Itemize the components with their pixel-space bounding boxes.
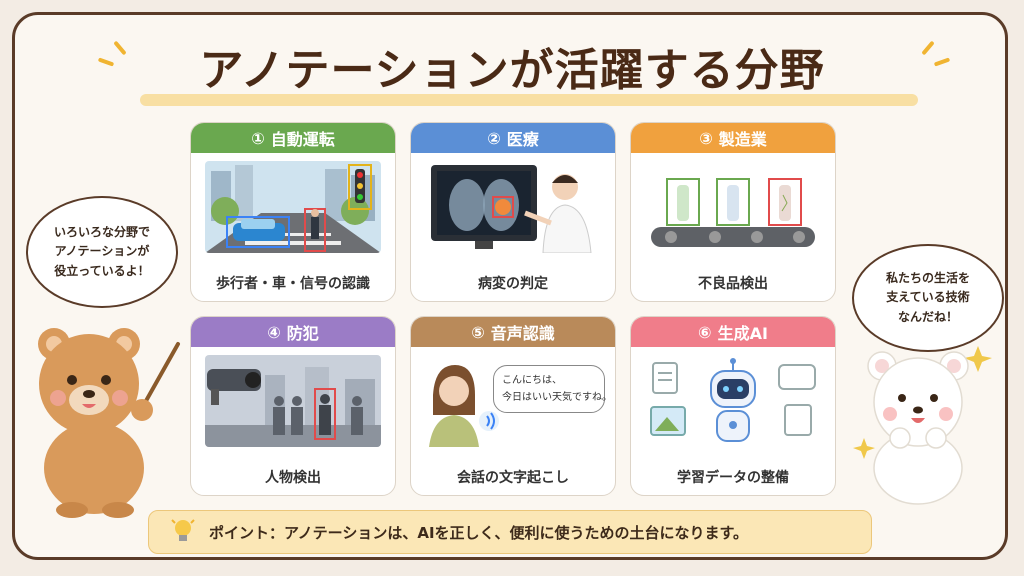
card-header: ⑤ 音声認識 — [411, 317, 615, 347]
card-caption: 人物検出 — [265, 470, 321, 486]
card-header: ② 医療 — [411, 123, 615, 153]
street-scene-illustration — [205, 161, 381, 253]
card-label: 自動運転 — [270, 130, 335, 149]
brown-bear-character — [24, 318, 194, 518]
card-medical: ② 医療 病変の判定 — [410, 122, 616, 302]
card-label: 音声認識 — [490, 324, 555, 343]
card-number: ③ — [699, 128, 713, 148]
speech-line-2: 今日はいい天気ですね。 — [502, 392, 612, 403]
card-label: 生成AI — [717, 324, 768, 343]
card-generative-ai: ⑥ 生成AI 学習データの整備 — [630, 316, 836, 496]
card-label: 医療 — [506, 130, 539, 149]
card-speech-recognition: ⑤ 音声認識 こんにちは、 今日はいい天気ですね。 会話の文字起こし — [410, 316, 616, 496]
card-header: ③ 製造業 — [631, 123, 835, 153]
card-caption: 不良品検出 — [698, 276, 768, 292]
point-banner: ポイント：アノテーションは、AIを正しく、便利に使うための土台になります。 — [148, 510, 872, 554]
title-underline — [140, 94, 918, 106]
card-header: ④ 防犯 — [191, 317, 395, 347]
card-number: ② — [487, 128, 501, 148]
page-title: アノテーションが活躍する分野 — [199, 45, 825, 96]
card-label: 製造業 — [718, 130, 767, 149]
point-text: ポイント：アノテーションは、AIを正しく、便利に使うための土台になります。 — [209, 523, 749, 542]
ai-robot-illustration — [645, 355, 821, 447]
card-security: ④ 防犯 人物検出 — [190, 316, 396, 496]
surveillance-camera-illustration — [205, 355, 381, 447]
card-caption: 学習データの整備 — [677, 470, 789, 486]
card-caption: 病変の判定 — [478, 276, 548, 292]
card-manufacturing: ③ 製造業 不良品検出 — [630, 122, 836, 302]
card-header: ① 自動運転 — [191, 123, 395, 153]
card-number: ⑥ — [698, 322, 712, 342]
right-speech-bubble: 私たちの生活を 支えている技術 なんだね！ — [852, 244, 1004, 352]
left-speech-bubble: いろいろな分野で アノテーションが 役立っているよ！ — [26, 196, 178, 308]
conveyor-bottles-illustration — [645, 161, 821, 253]
speech-line-1: こんにちは、 — [502, 375, 562, 386]
lightbulb-icon — [171, 518, 195, 546]
card-label: 防犯 — [286, 324, 319, 343]
xray-doctor-illustration — [425, 161, 601, 253]
card-number: ⑤ — [471, 322, 485, 342]
card-autonomous-driving: ① 自動運転 歩行者・車・信号の認識 — [190, 122, 396, 302]
white-bear-character — [848, 338, 1008, 508]
card-number: ④ — [267, 322, 281, 342]
card-number: ① — [251, 128, 265, 148]
card-caption: 会話の文字起こし — [457, 470, 569, 486]
card-caption: 歩行者・車・信号の認識 — [216, 276, 370, 292]
card-header: ⑥ 生成AI — [631, 317, 835, 347]
speech-bubble: こんにちは、 今日はいい天気ですね。 — [493, 365, 612, 413]
